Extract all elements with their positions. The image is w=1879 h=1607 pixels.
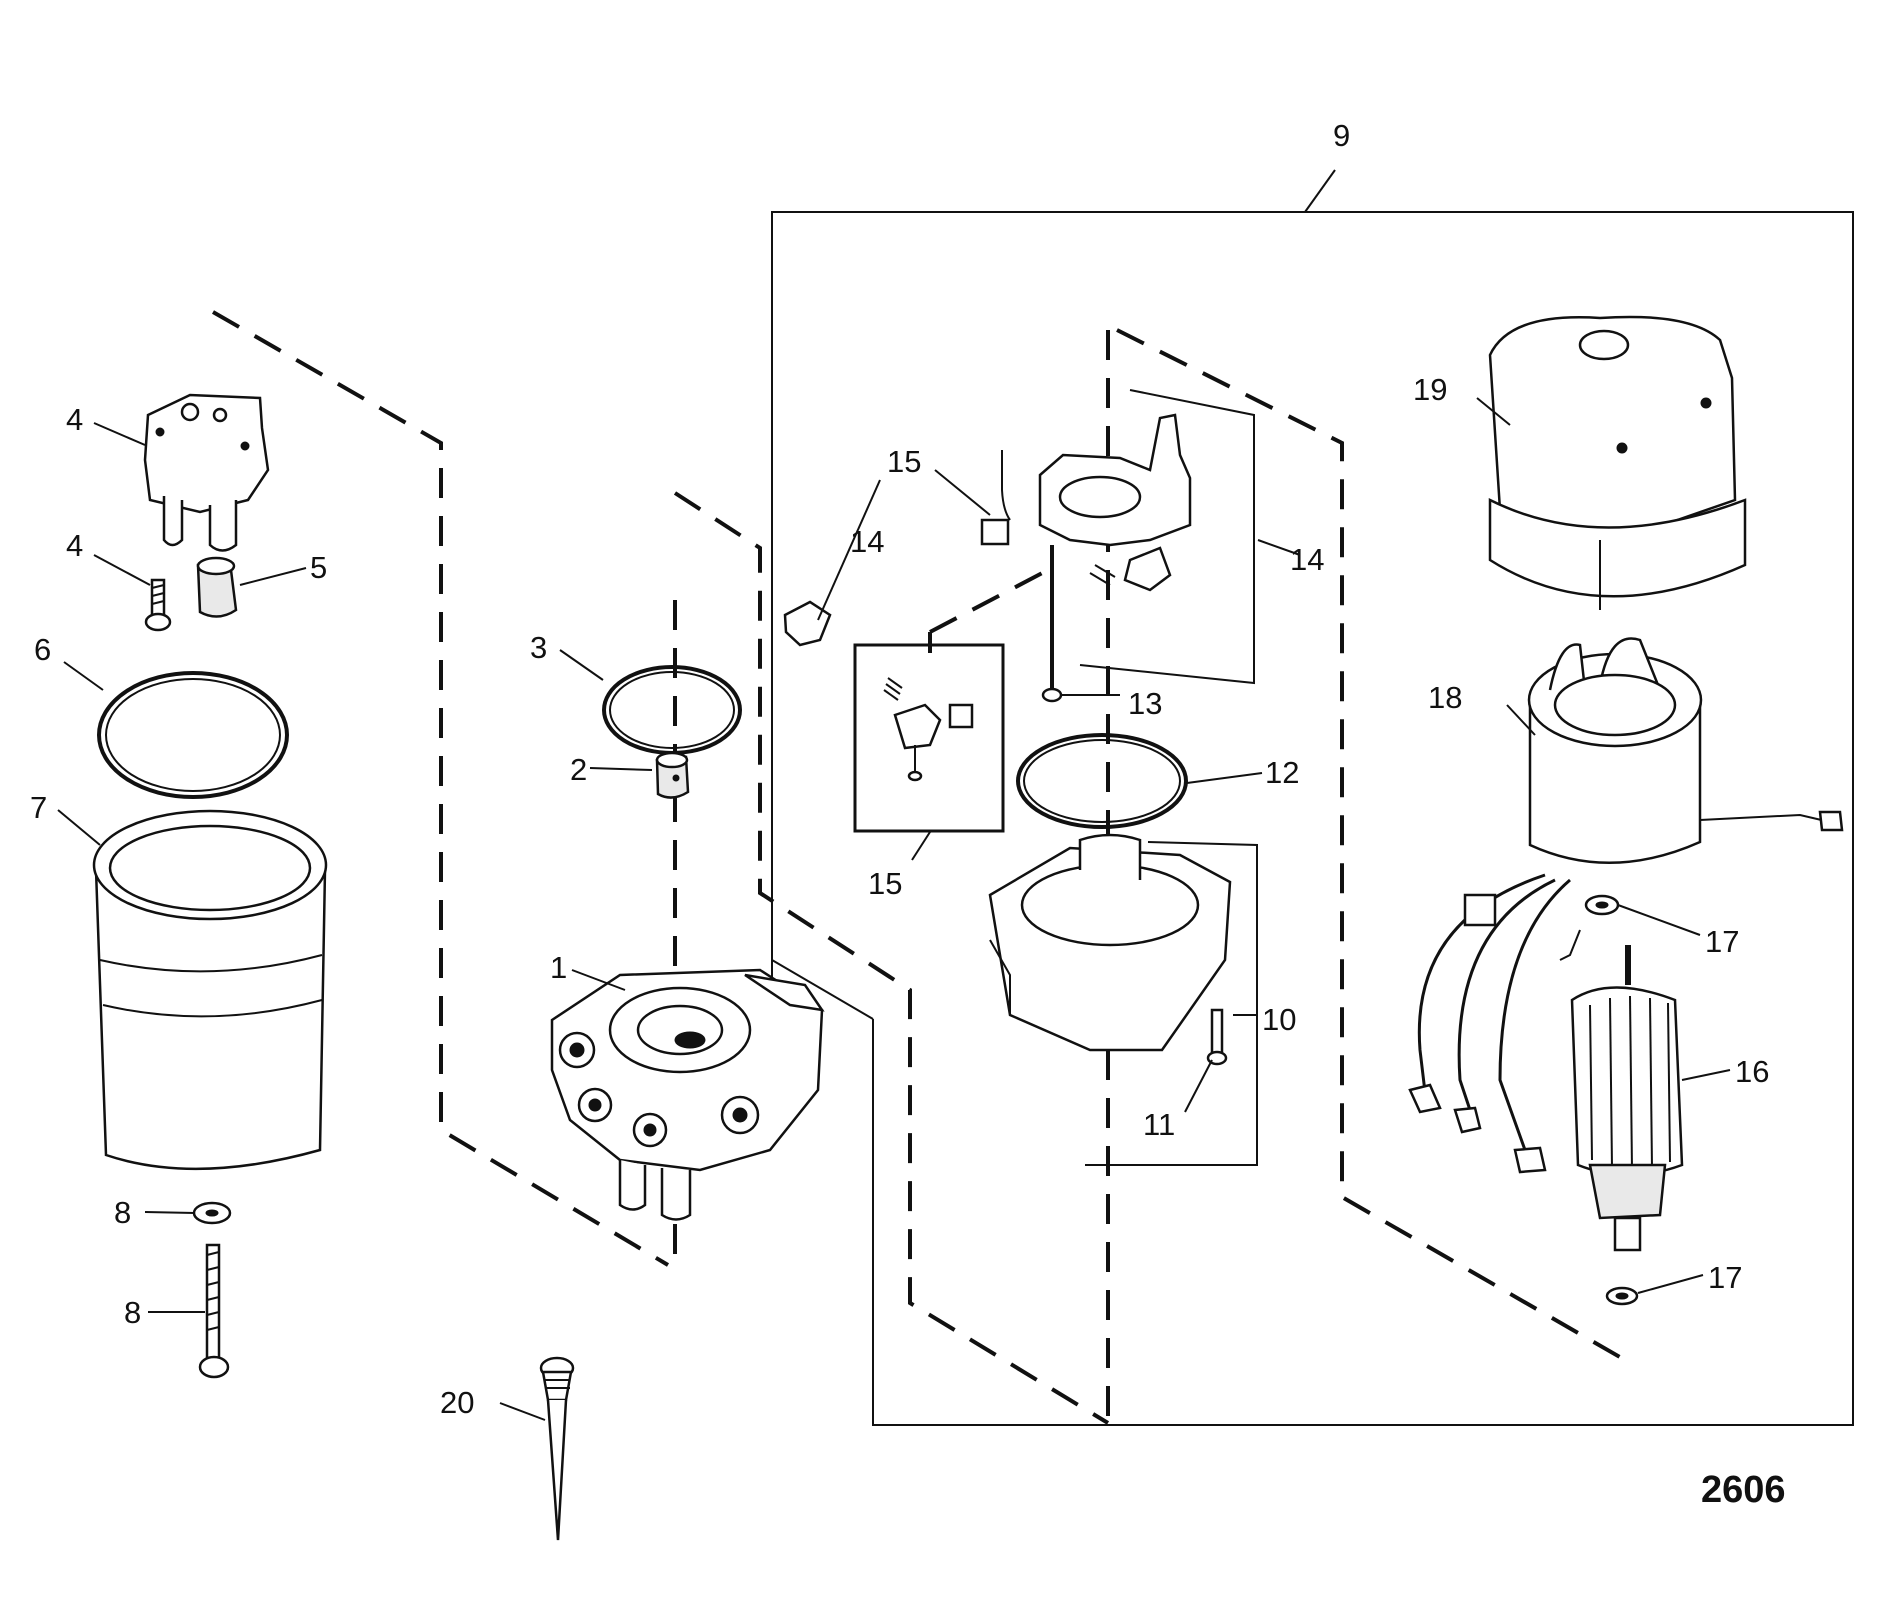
callout-15-inset: 15 <box>868 866 902 901</box>
callout-14-clip: 14 <box>850 524 884 559</box>
callout-4-manifold: 4 <box>66 402 83 437</box>
callout-labels: 1 2 3 4 4 5 6 7 8 8 9 10 11 12 13 14 14 … <box>30 118 1769 1420</box>
leader-lines <box>57 169 1731 1421</box>
screw-part <box>144 578 172 632</box>
o-ring-small <box>602 665 742 755</box>
callout-16: 16 <box>1735 1054 1769 1089</box>
callout-9: 9 <box>1333 118 1350 153</box>
callout-8-washer: 8 <box>114 1195 131 1230</box>
pump-housing-part <box>550 968 825 1221</box>
callout-14-holder: 14 <box>1290 542 1324 577</box>
callout-6: 6 <box>34 632 51 667</box>
callout-13: 13 <box>1128 686 1162 721</box>
through-bolt-part <box>1041 545 1063 703</box>
stator-part <box>1527 637 1844 864</box>
washer-part <box>192 1201 232 1225</box>
callout-17-bottom: 17 <box>1708 1260 1742 1295</box>
coupler-part <box>655 751 690 799</box>
callout-3: 3 <box>530 630 547 665</box>
clip-part <box>783 600 832 647</box>
reservoir-part <box>92 809 328 1171</box>
callout-18: 18 <box>1428 680 1462 715</box>
callout-4-screw: 4 <box>66 528 83 563</box>
callout-10: 10 <box>1262 1002 1296 1037</box>
callout-15-connector: 15 <box>887 444 921 479</box>
thrust-washer-bottom <box>1605 1286 1639 1306</box>
callout-19: 19 <box>1413 372 1447 407</box>
fill-plug-part <box>539 1356 575 1541</box>
motor-cover-part <box>1488 315 1747 610</box>
brush-spring-inset-box <box>853 643 1005 833</box>
o-ring-motor <box>1016 733 1188 829</box>
brush-spring-part <box>883 677 974 782</box>
armature-part <box>1570 945 1684 1252</box>
cap-screw-part <box>1206 1008 1228 1066</box>
callout-5: 5 <box>310 550 327 585</box>
callout-2: 2 <box>570 752 587 787</box>
bushing-part <box>196 556 238 618</box>
callout-17-top: 17 <box>1705 924 1739 959</box>
callout-20: 20 <box>440 1385 474 1420</box>
callout-12: 12 <box>1265 755 1299 790</box>
end-cap-part <box>988 833 1232 1052</box>
motor-assembly-frame <box>771 211 1854 1426</box>
stator-leads <box>1408 873 1581 1174</box>
wire-connector-part <box>980 450 1011 546</box>
callout-11: 11 <box>1143 1107 1175 1142</box>
brush-holder-part <box>1038 413 1192 592</box>
thrust-washer-top <box>1584 894 1620 916</box>
figure-number: 2606 <box>1701 1469 1786 1511</box>
callout-1: 1 <box>550 950 567 985</box>
callout-8-bolt: 8 <box>124 1295 141 1330</box>
bolt-part <box>198 1243 230 1379</box>
callout-7: 7 <box>30 790 47 825</box>
o-ring-large <box>97 671 289 799</box>
bracket-lines <box>1079 389 1258 1166</box>
pump-manifold-part <box>143 393 270 552</box>
